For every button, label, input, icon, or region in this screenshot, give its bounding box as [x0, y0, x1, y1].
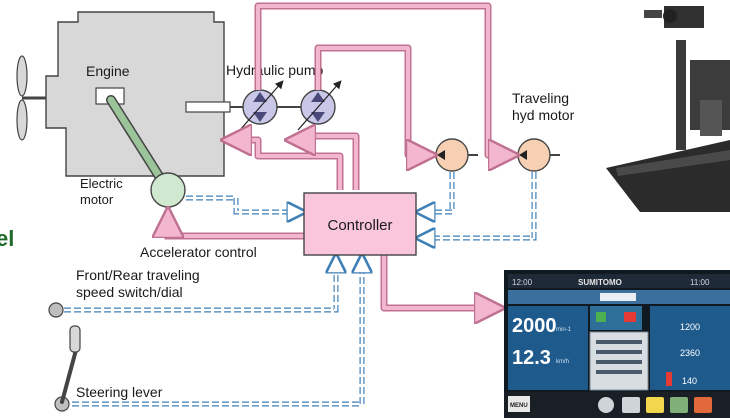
monitor-brand: SUMITOMO [578, 278, 622, 287]
drive-shaft [185, 101, 231, 113]
monitor-clock-right: 11:00 [690, 278, 710, 287]
fan-icon [16, 55, 46, 141]
speed-switch-label: Front/Rear traveling speed switch/dial [76, 267, 204, 300]
machine-photo [604, 0, 730, 212]
monitor-menu-label: MENU [510, 403, 528, 409]
signal-lines [64, 172, 537, 407]
accelerator-control-label: Accelerator control [140, 244, 257, 260]
steering-lever [54, 325, 81, 412]
accelerator-linkage [106, 95, 169, 189]
monitor-tool-icon [670, 397, 688, 413]
speed-switch-dial [48, 302, 64, 318]
monitor-clock-left: 12:00 [512, 278, 533, 287]
electric-motor [150, 172, 186, 208]
traveling-motor-right [517, 138, 560, 172]
steering-lever-label: Steering lever [76, 384, 163, 400]
engine [45, 11, 225, 177]
monitor-speed-value: 12.3 [512, 347, 551, 369]
hydraulic-lines [228, 2, 512, 308]
monitor-right-value-2: 2360 [680, 348, 700, 358]
monitor-right-value-1: 1200 [680, 322, 700, 332]
monitor-speed-unit: km/h [556, 359, 569, 365]
monitor-warning-icon [694, 397, 712, 413]
hydraulic-pump-label: Hydraulic pump [226, 62, 323, 78]
monitor-gear-icon [598, 397, 614, 413]
monitor-rpm-unit: min-1 [556, 327, 572, 333]
engine-label: Engine [86, 63, 130, 79]
monitor-search-icon [646, 397, 664, 413]
monitor-display: 12:00 SUMITOMO 11:00 2000 min-1 12.3 km/… [504, 270, 730, 418]
monitor-temperature: 140 [682, 376, 697, 386]
section-heading: el [0, 226, 14, 251]
controller-label: Controller [327, 217, 392, 234]
accelerator-control-line [168, 214, 304, 240]
traveling-motor-label: Traveling hyd motor [512, 90, 575, 123]
monitor-rpm-value: 2000 [512, 315, 557, 337]
traveling-motor-left [435, 138, 478, 172]
controller-box [303, 192, 417, 256]
monitor-camera-icon [622, 397, 640, 413]
electric-motor-label: Electric motor [80, 176, 126, 207]
